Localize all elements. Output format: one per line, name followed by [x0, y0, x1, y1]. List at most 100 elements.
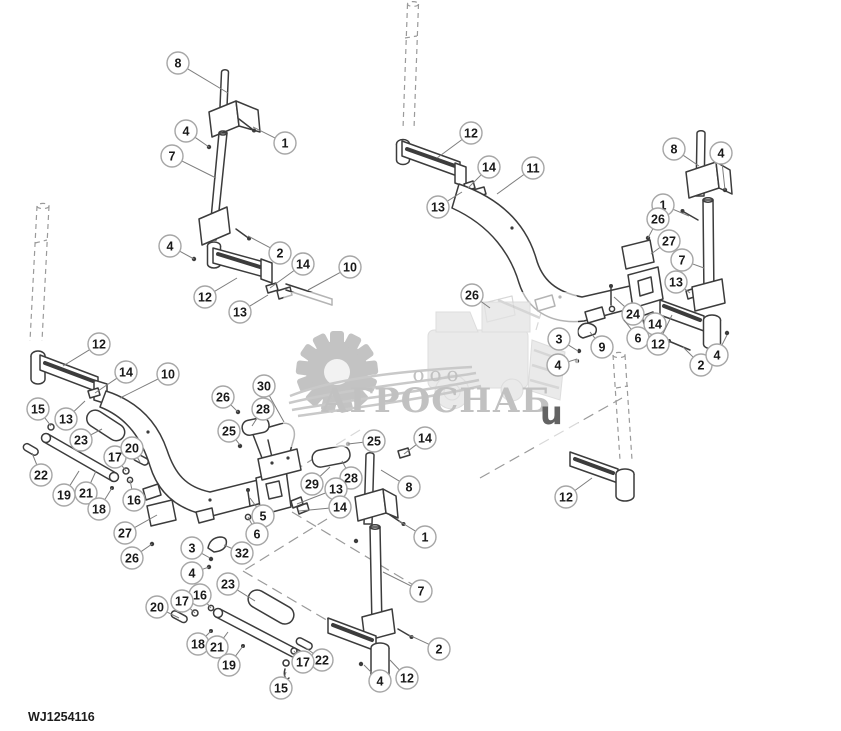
callout-balloon-2: 2: [247, 235, 292, 265]
gear-tooth: [330, 331, 344, 345]
balloon-number: 13: [59, 413, 73, 427]
balloon-number: 16: [193, 589, 207, 603]
leader-line: [363, 664, 373, 674]
balloon-circle: [245, 522, 269, 546]
callout-balloon-24: 24: [613, 296, 645, 326]
callout-balloon-4: 4: [174, 119, 210, 148]
balloon-number: 7: [169, 150, 176, 164]
leader-line: [672, 208, 690, 217]
watermark-ooo-text: ооо: [412, 362, 463, 386]
balloon-number: 12: [92, 338, 106, 352]
callout-balloon-3: 3: [180, 536, 211, 560]
callout-balloon-25: 25: [217, 419, 241, 446]
balloon-circle: [646, 207, 670, 231]
callout-balloon-20: 20: [120, 436, 144, 463]
callout-balloon-12: 12: [554, 477, 593, 509]
balloon-circle: [662, 137, 686, 161]
balloon-circle: [338, 255, 362, 279]
balloon-circle: [230, 541, 254, 565]
balloon-circle: [427, 637, 451, 661]
leader-line: [251, 417, 258, 427]
watermark-suffix-text: u: [540, 394, 563, 432]
callout-balloon-7: 7: [382, 571, 433, 603]
leader-line: [230, 404, 239, 413]
balloon-number: 32: [235, 547, 249, 561]
balloon-circle: [368, 669, 392, 693]
callout-balloon-6: 6: [623, 319, 650, 350]
balloon-number: 26: [465, 289, 479, 303]
balloon-number: 11: [526, 162, 539, 176]
callout-balloon-14: 14: [269, 252, 315, 289]
balloon-number: 4: [183, 125, 190, 139]
callout-balloon-1: 1: [398, 520, 437, 549]
balloon-number: 9: [599, 341, 606, 355]
balloon-circle: [657, 229, 681, 253]
leader-line: [568, 344, 579, 352]
balloon-circle: [328, 495, 352, 519]
balloon-number: 10: [343, 261, 357, 275]
leader-line: [496, 173, 525, 195]
balloon-number: 13: [233, 306, 247, 320]
callout-balloon-17: 17: [103, 445, 127, 472]
balloon-circle: [145, 595, 169, 619]
balloon-circle: [228, 300, 252, 324]
leader-line: [568, 358, 578, 363]
balloon-circle: [87, 497, 111, 521]
balloon-number: 13: [669, 276, 683, 290]
callout-balloon-7: 7: [160, 144, 217, 179]
balloon-number: 29: [305, 478, 319, 492]
leader-line: [613, 296, 626, 308]
leader-line: [181, 160, 217, 179]
callout-balloon-25: 25: [347, 429, 386, 453]
balloon-number: 26: [651, 213, 665, 227]
leader-line: [252, 126, 276, 139]
balloon-number: 23: [221, 578, 235, 592]
leader-line: [650, 246, 661, 255]
gear-tooth: [363, 360, 379, 376]
balloon-circle: [156, 362, 180, 386]
gear-tooth: [356, 344, 374, 362]
balloon-number: 28: [256, 403, 270, 417]
balloon-number: 20: [150, 601, 164, 615]
balloon-circle: [291, 252, 315, 276]
leader-line: [223, 631, 229, 639]
leader-line: [94, 377, 118, 394]
leader-line: [137, 457, 141, 463]
callout-balloon-17: 17: [170, 589, 196, 614]
leader-line: [341, 460, 347, 469]
leader-line: [69, 470, 80, 486]
balloon-circle: [397, 475, 421, 499]
balloon-number: 13: [329, 483, 343, 497]
balloon-circle: [590, 335, 614, 359]
leader-line: [589, 331, 596, 339]
balloon-number: 6: [254, 528, 261, 542]
balloon-number: 4: [714, 349, 721, 363]
leader-line: [305, 647, 314, 654]
callout-balloon-14: 14: [467, 155, 501, 189]
balloon-number: 3: [556, 333, 563, 347]
callout-balloon-18: 18: [87, 487, 113, 521]
callout-balloon-13: 13: [54, 400, 86, 431]
balloon-number: 23: [74, 434, 88, 448]
leader-line: [90, 470, 97, 484]
balloon-circle: [621, 302, 645, 326]
balloon-number: 30: [257, 380, 271, 394]
balloon-number: 15: [274, 682, 288, 696]
balloon-circle: [170, 589, 194, 613]
watermark-brand-text: АГРОСНАБ: [321, 381, 551, 421]
balloon-circle: [413, 426, 437, 450]
callout-balloon-4: 4: [546, 353, 578, 377]
assembly-post-right: [621, 130, 733, 312]
balloon-circle: [268, 241, 292, 265]
callout-balloon-4: 4: [158, 234, 195, 260]
balloon-number: 26: [216, 391, 230, 405]
leader-line: [268, 395, 285, 423]
callout-balloon-11: 11: [496, 156, 545, 195]
leader-line: [90, 428, 103, 436]
balloon-circle: [69, 428, 93, 452]
balloon-circle: [709, 141, 733, 165]
balloon-number: 14: [333, 501, 347, 515]
callout-balloon-16: 16: [122, 479, 146, 512]
balloon-circle: [460, 283, 484, 307]
balloon-circle: [174, 119, 198, 143]
